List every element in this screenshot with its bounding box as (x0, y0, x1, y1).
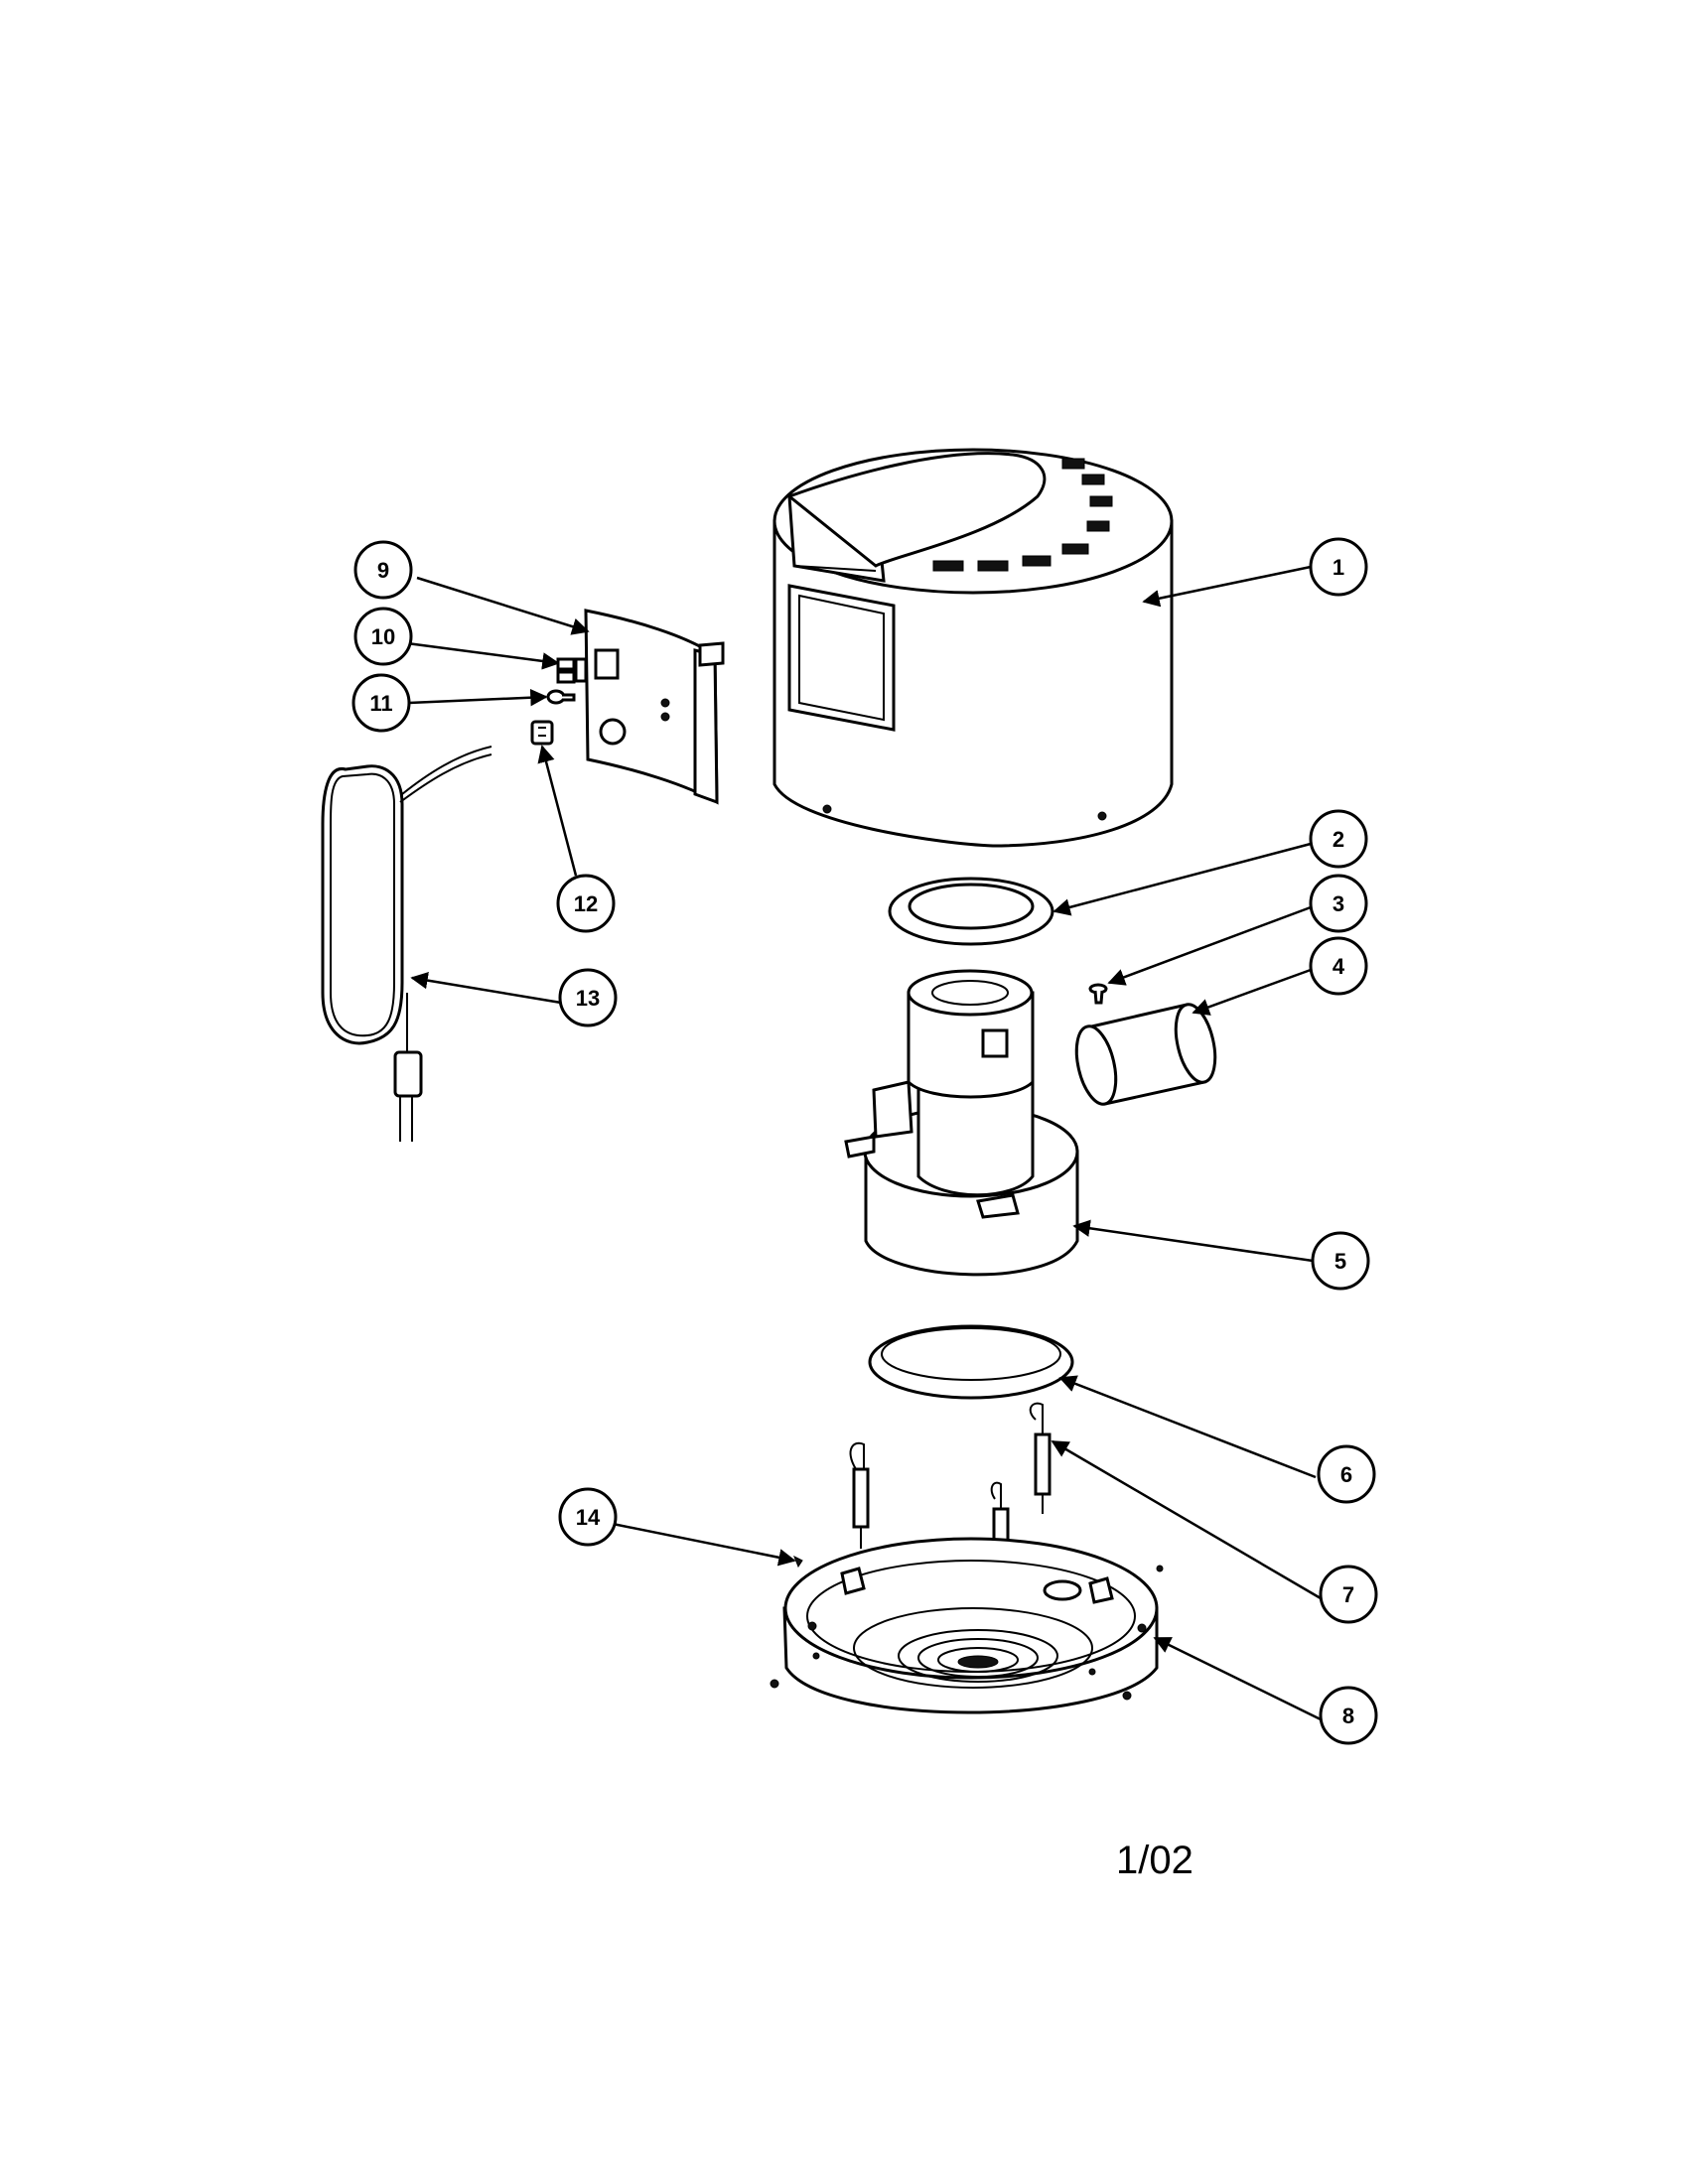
callout-14: 14 (558, 1487, 618, 1547)
callout-1-label: 1 (1333, 555, 1344, 580)
callout-3-label: 3 (1333, 891, 1344, 916)
callout-13-label: 13 (576, 986, 600, 1011)
callout-11-label: 11 (369, 691, 392, 716)
part-9-switch-plate (584, 609, 725, 805)
callout-12-label: 12 (574, 891, 598, 916)
callout-7: 7 (1319, 1565, 1378, 1624)
callout-10: 10 (353, 607, 413, 666)
part-14-screw (793, 1555, 803, 1569)
callout-8: 8 (1319, 1686, 1378, 1745)
part-3-screw (1088, 983, 1108, 1005)
part-8-base (770, 1537, 1164, 1714)
callout-8-label: 8 (1342, 1704, 1354, 1728)
callout-2: 2 (1309, 809, 1368, 869)
callout-13: 13 (558, 968, 618, 1027)
revision-date: 1/02 (1116, 1839, 1193, 1882)
part-4-capacitor (1074, 1003, 1217, 1106)
part-11-screw (546, 689, 576, 705)
part-13-power-cord (321, 746, 492, 1142)
part-2-gasket (888, 877, 1054, 946)
callout-9: 9 (353, 540, 413, 600)
leader-lines (406, 565, 1322, 1721)
part-5-motor (844, 969, 1079, 1277)
callout-11: 11 (351, 673, 411, 733)
callout-12: 12 (556, 874, 616, 933)
callout-6-label: 6 (1340, 1462, 1352, 1487)
callout-9-label: 9 (377, 558, 389, 583)
callout-5-label: 5 (1334, 1249, 1346, 1274)
part-12-switch (530, 720, 554, 746)
callout-6: 6 (1317, 1444, 1376, 1504)
callout-10-label: 10 (371, 624, 395, 649)
callouts: 1 2 3 4 5 6 7 8 (351, 537, 1378, 1745)
callout-7-label: 7 (1342, 1582, 1354, 1607)
part-1-housing-cover (772, 448, 1174, 848)
callout-2-label: 2 (1333, 827, 1344, 852)
callout-4-label: 4 (1333, 954, 1345, 979)
callout-14-label: 14 (576, 1505, 601, 1530)
callout-5: 5 (1311, 1231, 1370, 1291)
callout-3: 3 (1309, 874, 1368, 933)
callout-1: 1 (1309, 537, 1368, 597)
vent-slots (932, 458, 1113, 572)
part-6-gasket (868, 1324, 1074, 1400)
callout-4: 4 (1309, 936, 1368, 996)
part-10-terminals (556, 657, 588, 684)
